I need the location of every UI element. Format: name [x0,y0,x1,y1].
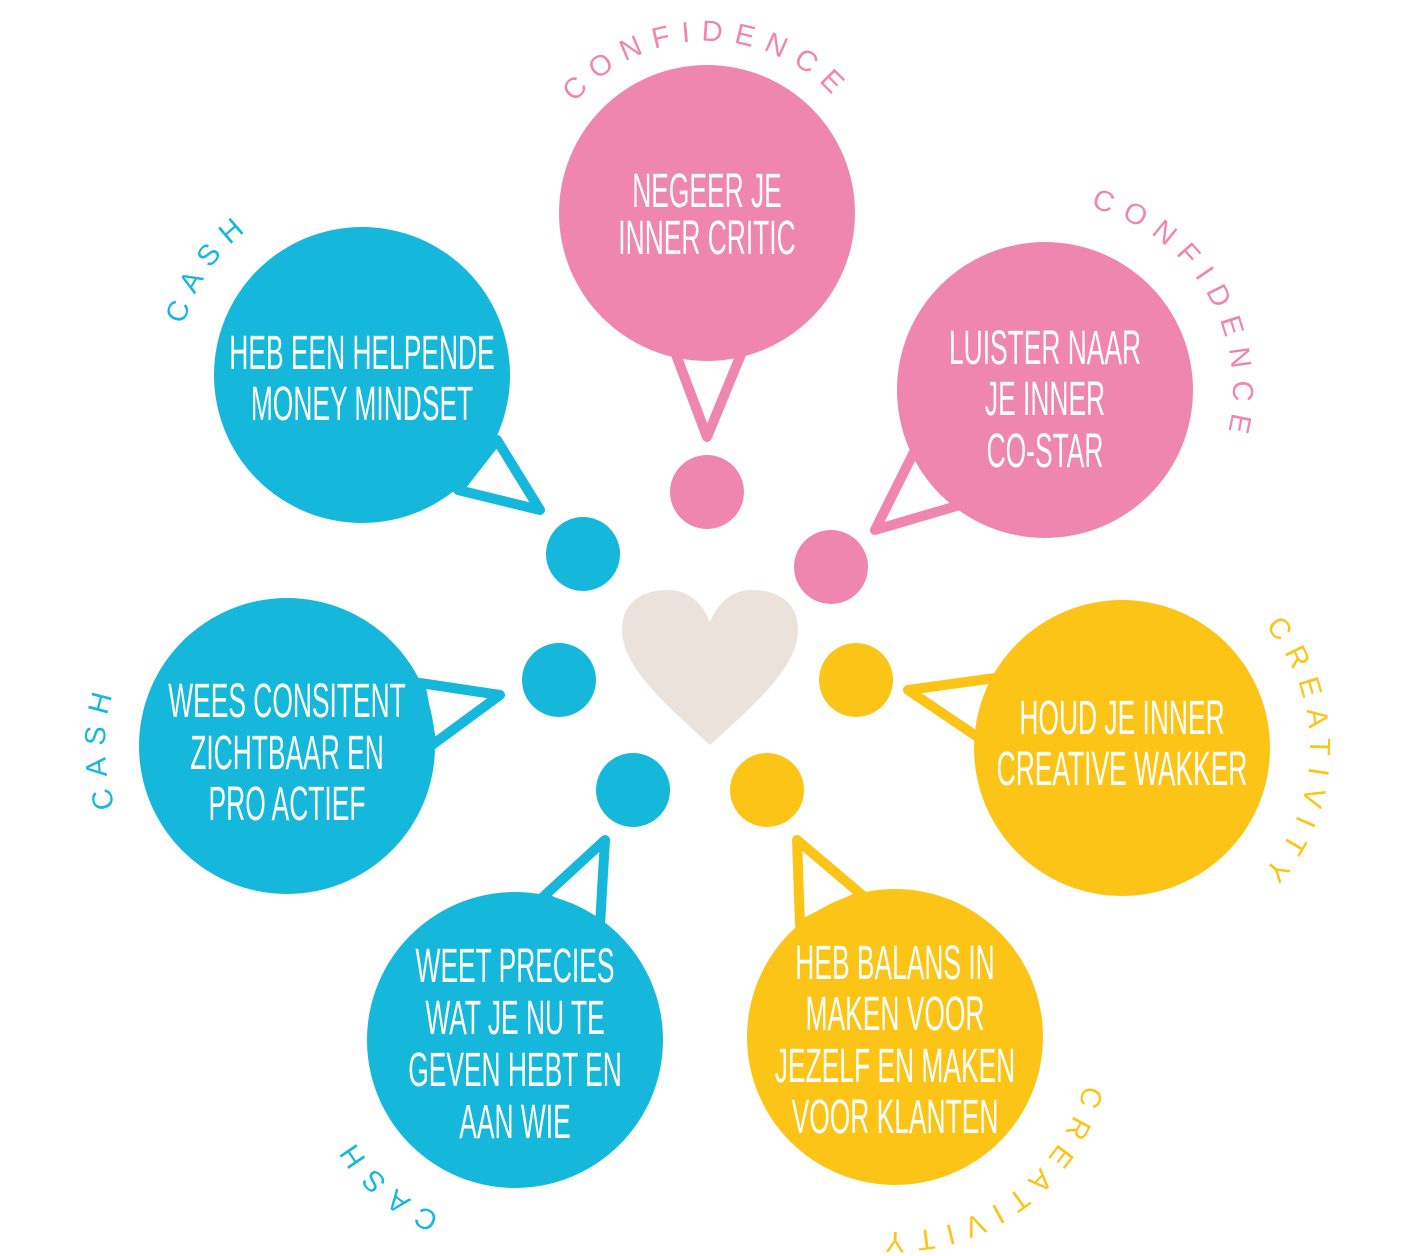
bubble-text-line: AAN WIE [459,1096,570,1149]
bubble-text-line: ZICHTBAAR EN [190,727,384,780]
bubble-text-line: CREATIVE WAKKER [997,743,1248,796]
heart-icon [622,590,798,745]
bubble-text-line: NEGEER JE [632,165,782,218]
bubble-circle [974,600,1270,896]
bubble-text-line: WEES CONSITENT [168,675,406,728]
category-label-cash: CASH [79,678,121,813]
connector-dot [546,517,620,591]
bubble-text-line: PRO ACTIEF [209,778,366,831]
bubble-circle [214,227,510,523]
connector-dot [522,643,596,717]
connector-dot [596,753,670,827]
bubble-text-line: INNER CRITIC [618,212,795,265]
bubble-text-line: HEB BALANS IN [795,937,994,990]
bubble-text-line: MONEY MINDSET [251,378,473,431]
connector-dot [819,643,893,717]
category-label-text: CASH [79,678,110,813]
bubble-text-line: WEET PRECIES [416,940,615,993]
bubble-circle [559,65,855,361]
connector-dot [670,455,744,529]
bubble-text-line: WAT JE NU TE [425,992,604,1045]
bubble-text-line: GEVEN HEBT EN [408,1044,622,1097]
bubble-circle [897,242,1193,538]
bubble-circle [747,889,1043,1185]
bubble-circle [139,598,435,894]
bubble-text-line: HEB EEN HELPENDE [229,327,494,380]
connector-dot [730,753,804,827]
bubble-text-line: VOOR KLANTEN [792,1091,999,1144]
bubble-text-line: CO-STAR [987,425,1104,478]
bubble-text-line: LUISTER NAAR [949,322,1141,375]
bubble-circle [367,892,663,1188]
speech-tail [670,347,747,442]
connector-dot [794,530,868,604]
bubble-text-line: HOUD JE INNER [1019,692,1224,745]
bubble-text-line: MAKEN VOOR [806,988,985,1041]
bubble-text-line: JEZELF EN MAKEN [775,1040,1015,1093]
bubble-text-line: JE INNER [985,373,1105,426]
